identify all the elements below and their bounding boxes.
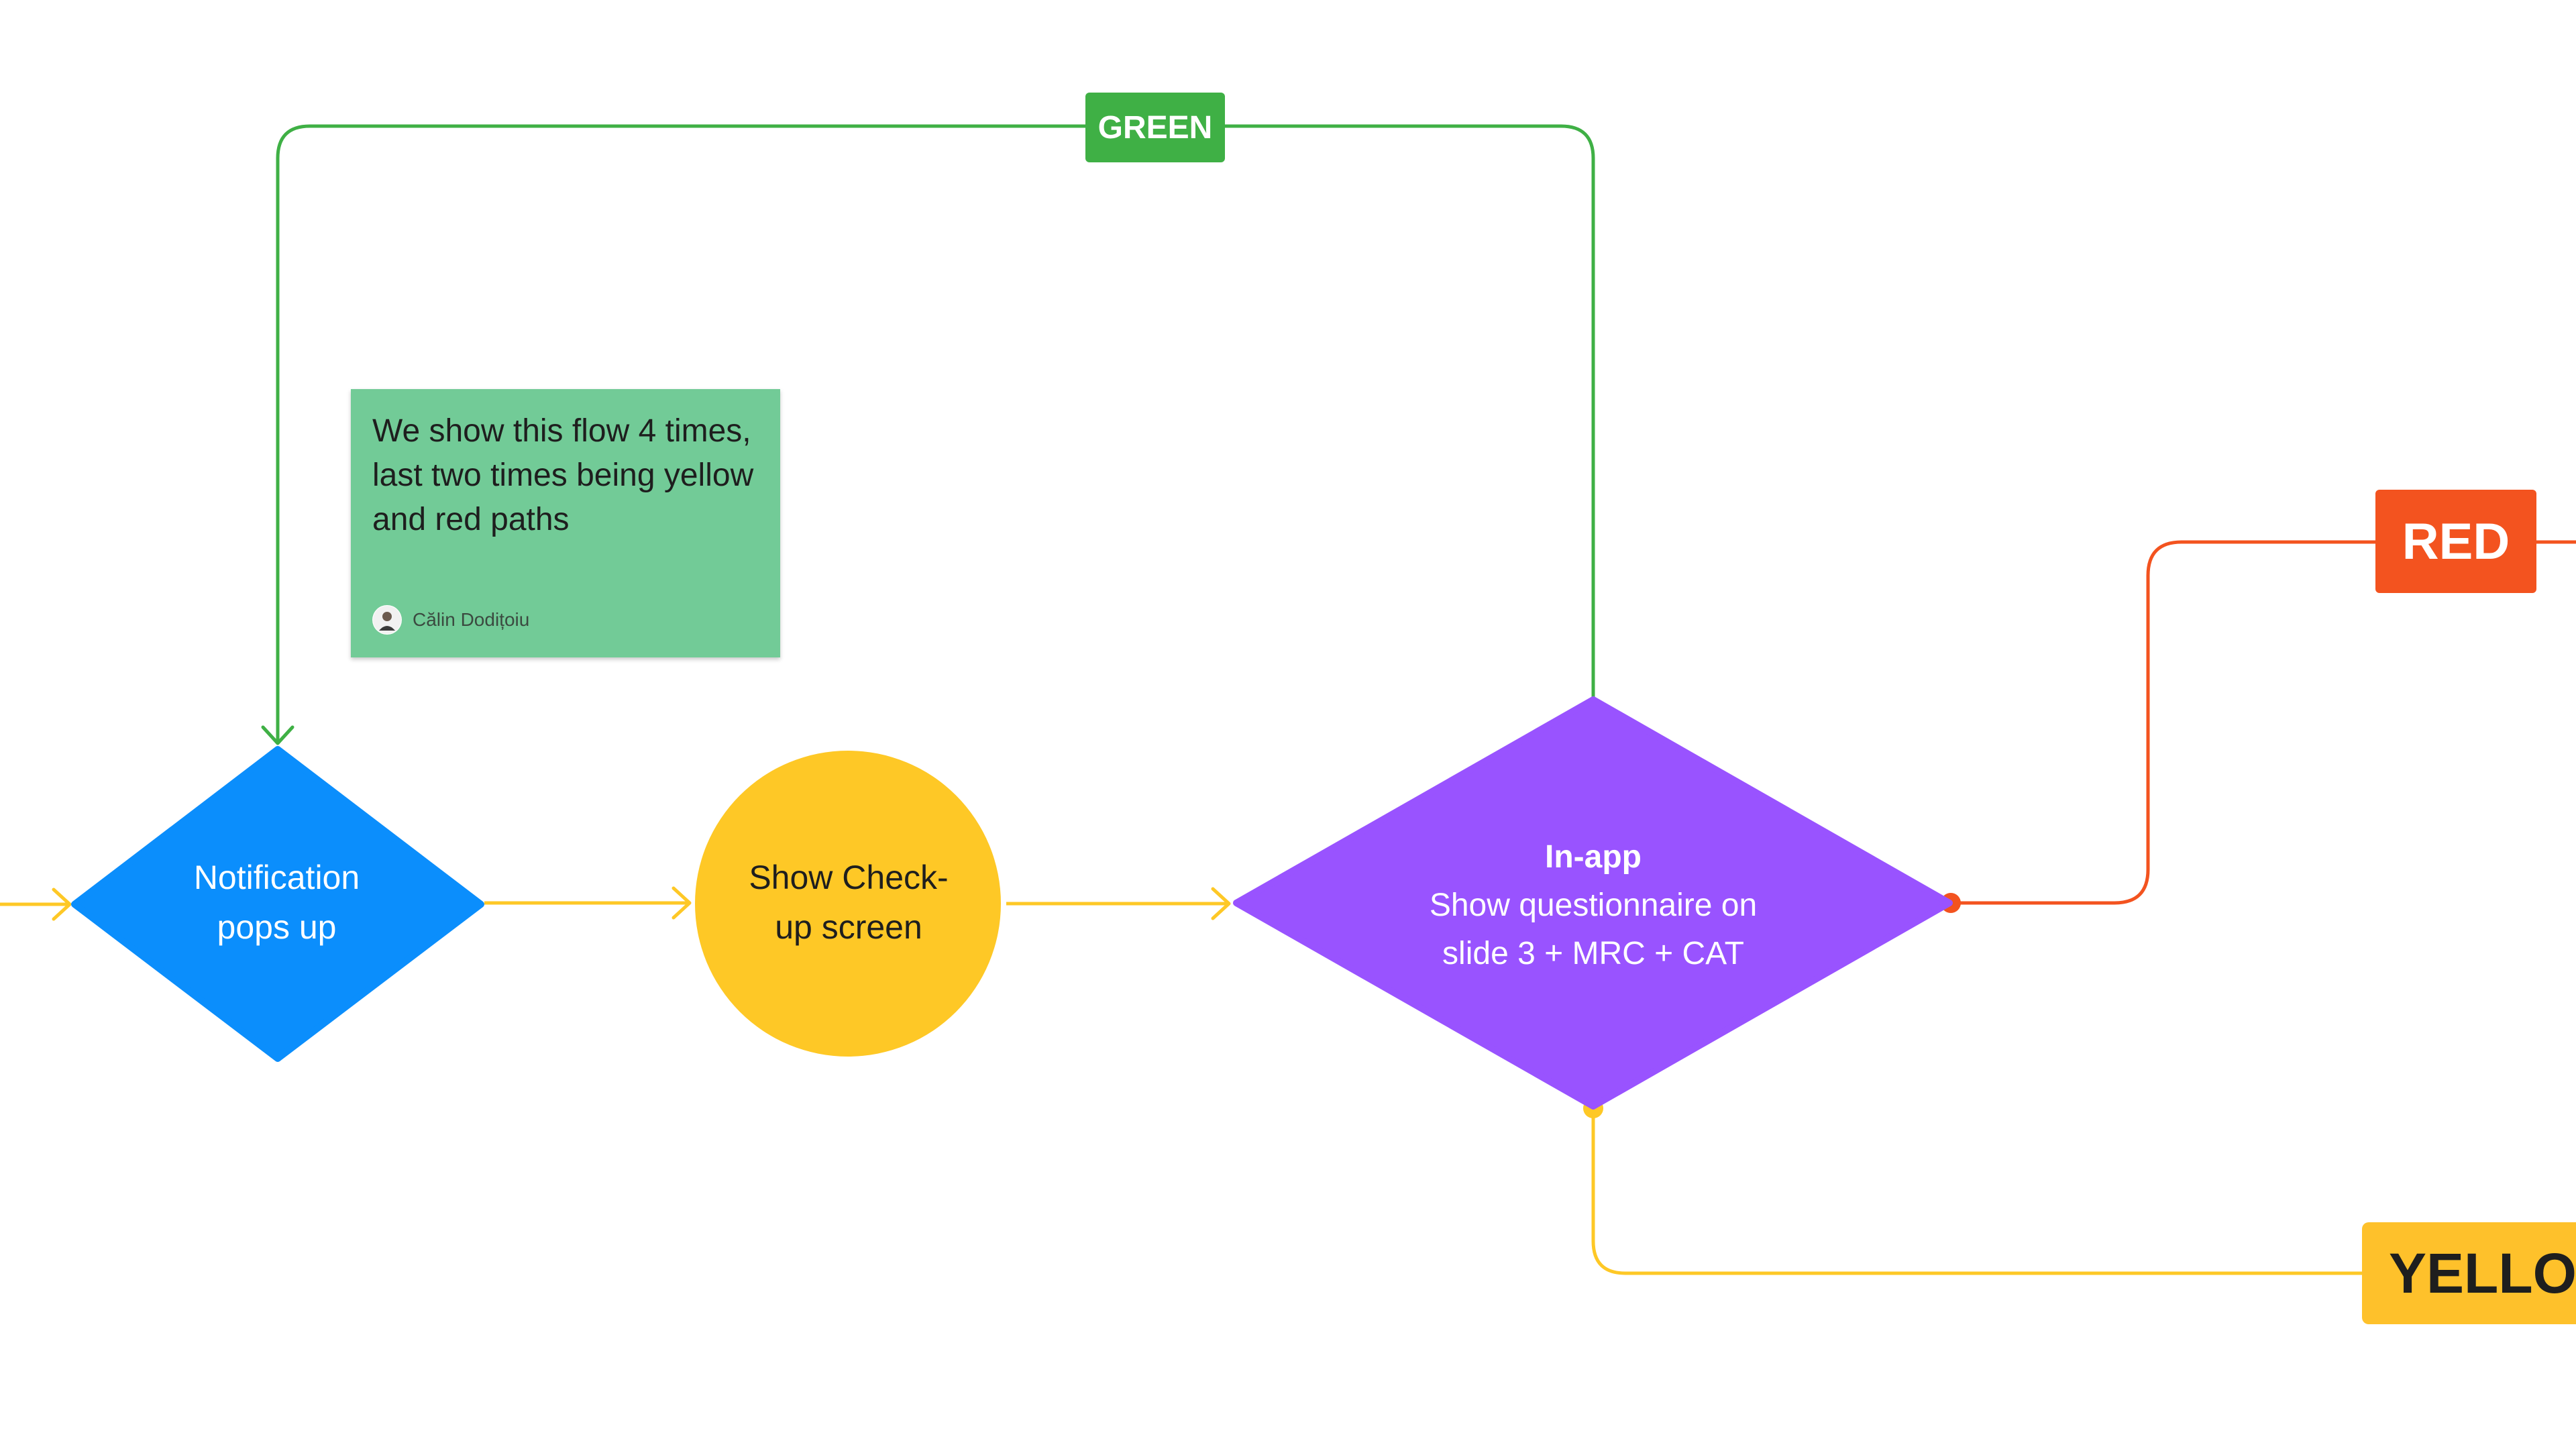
inapp-diamond-shape[interactable] <box>1233 696 1953 1110</box>
arrowhead-green-icon <box>261 725 294 745</box>
green-path-label[interactable]: GREEN <box>1085 93 1225 162</box>
checkup-circle-shape[interactable] <box>695 751 1001 1057</box>
connector-green-loop[interactable] <box>276 124 1595 741</box>
checkup-line-2: up screen <box>775 908 922 946</box>
sticky-note-text: We show this flow 4 times, last two time… <box>372 413 754 537</box>
arrowhead-inapp-icon <box>1211 887 1231 920</box>
inapp-line-2: slide 3 + MRC + CAT <box>1442 936 1744 971</box>
avatar-icon <box>372 605 402 635</box>
connector-yellow-path[interactable] <box>1591 1108 2368 1275</box>
arrowhead-incoming-icon <box>52 888 72 921</box>
notification-diamond-shape[interactable] <box>71 746 484 1062</box>
arrowhead-checkup-icon <box>672 886 692 920</box>
red-path-label[interactable]: RED <box>2375 490 2536 593</box>
inapp-line-1: Show questionnaire on <box>1429 888 1758 923</box>
sticky-note[interactable]: We show this flow 4 times, last two time… <box>351 389 780 657</box>
notification-line-1: Notification <box>193 859 360 896</box>
inapp-title: In-app <box>1545 839 1642 875</box>
notification-line-2: pops up <box>217 908 337 946</box>
sticky-note-author: Călin Dodițoiu <box>372 605 529 635</box>
notification-node-text: Notification pops up <box>161 832 392 973</box>
connector-red-path[interactable] <box>1951 540 2576 905</box>
inapp-node-text: In-app Show questionnaire on slide 3 + M… <box>1335 812 1851 1000</box>
avatar-svg <box>373 606 401 634</box>
checkup-node-text: Show Check- up screen <box>724 832 973 973</box>
author-name: Călin Dodițoiu <box>413 609 530 630</box>
checkup-line-1: Show Check- <box>749 859 949 896</box>
